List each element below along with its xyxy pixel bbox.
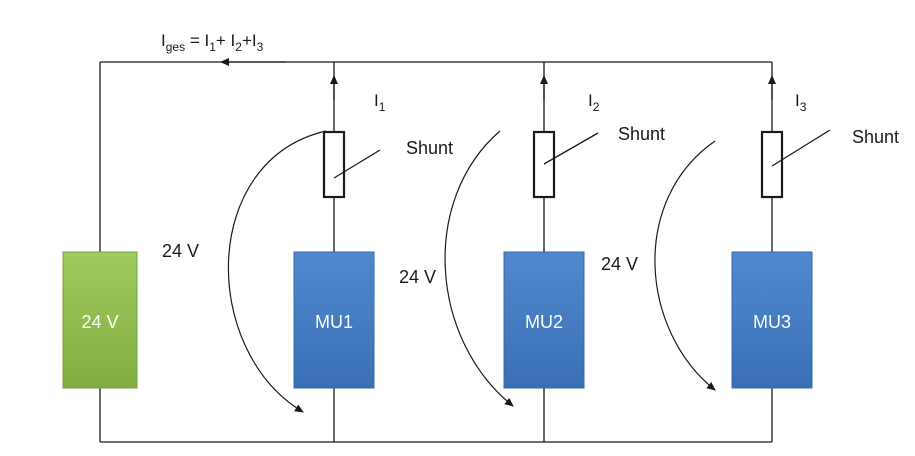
equation-part: +I: [242, 31, 257, 50]
shunt-label-3: Shunt: [852, 127, 899, 147]
shunt-3: [760, 129, 831, 199]
voltage-arrow-1: [227, 130, 327, 413]
measuring-unit-2: MU2: [503, 251, 585, 389]
unit-label-3: MU3: [753, 312, 791, 332]
total-current-label: Iges = I1+ I2+I3: [161, 31, 264, 54]
shunt-label-2: Shunt: [618, 124, 665, 144]
shunt-label-1: Shunt: [406, 138, 453, 158]
voltage-label-1: 24 V: [162, 241, 199, 261]
equation-part: 3: [257, 40, 264, 54]
wiring: [99, 61, 773, 443]
equation-part: + I: [216, 31, 235, 50]
shunt-1: [322, 130, 381, 199]
measuring-unit-3: MU3: [731, 251, 813, 389]
equation-part: = I: [185, 31, 209, 50]
equation-part: 1: [209, 40, 216, 54]
power-source-label: 24 V: [81, 312, 118, 332]
power-source: 24 V: [62, 251, 138, 389]
unit-label-1: MU1: [315, 312, 353, 332]
voltage-label-2: 24 V: [399, 267, 436, 287]
unit-label-2: MU2: [525, 312, 563, 332]
voltage-label-3: 24 V: [601, 254, 638, 274]
current-label-2: I2: [588, 91, 600, 114]
measuring-unit-1: MU1: [293, 251, 375, 389]
current-label-3: I3: [795, 91, 807, 114]
voltage-arrow-3: [654, 140, 716, 391]
shunt-2: [532, 130, 599, 199]
current-label-1: I1: [374, 91, 386, 114]
voltage-arrow-2: [444, 130, 514, 407]
equation-part: 2: [235, 40, 242, 54]
